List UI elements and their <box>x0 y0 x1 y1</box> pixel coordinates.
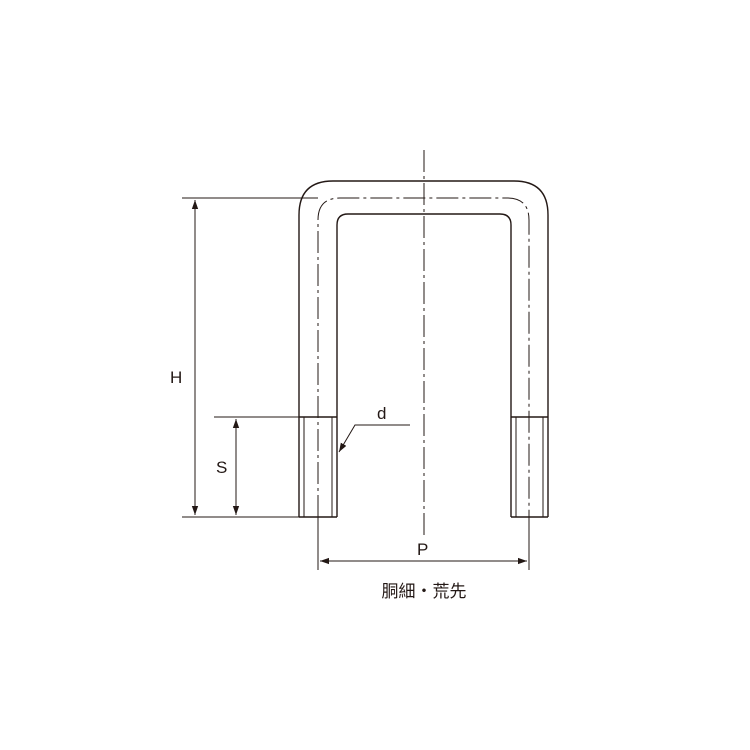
p-label: P <box>417 540 428 559</box>
d-leader-line <box>338 424 410 453</box>
right-thread-root-lines <box>515 417 544 517</box>
d-label: d <box>377 404 386 423</box>
h-label: H <box>170 368 182 387</box>
rod-centerline <box>317 197 530 517</box>
u-bolt-outer-contour <box>298 180 549 517</box>
u-bolt-inner-contour <box>336 213 512 517</box>
caption: 胴細・荒先 <box>382 582 467 602</box>
left-thread-root-lines <box>303 417 333 517</box>
s-label: S <box>216 458 227 477</box>
